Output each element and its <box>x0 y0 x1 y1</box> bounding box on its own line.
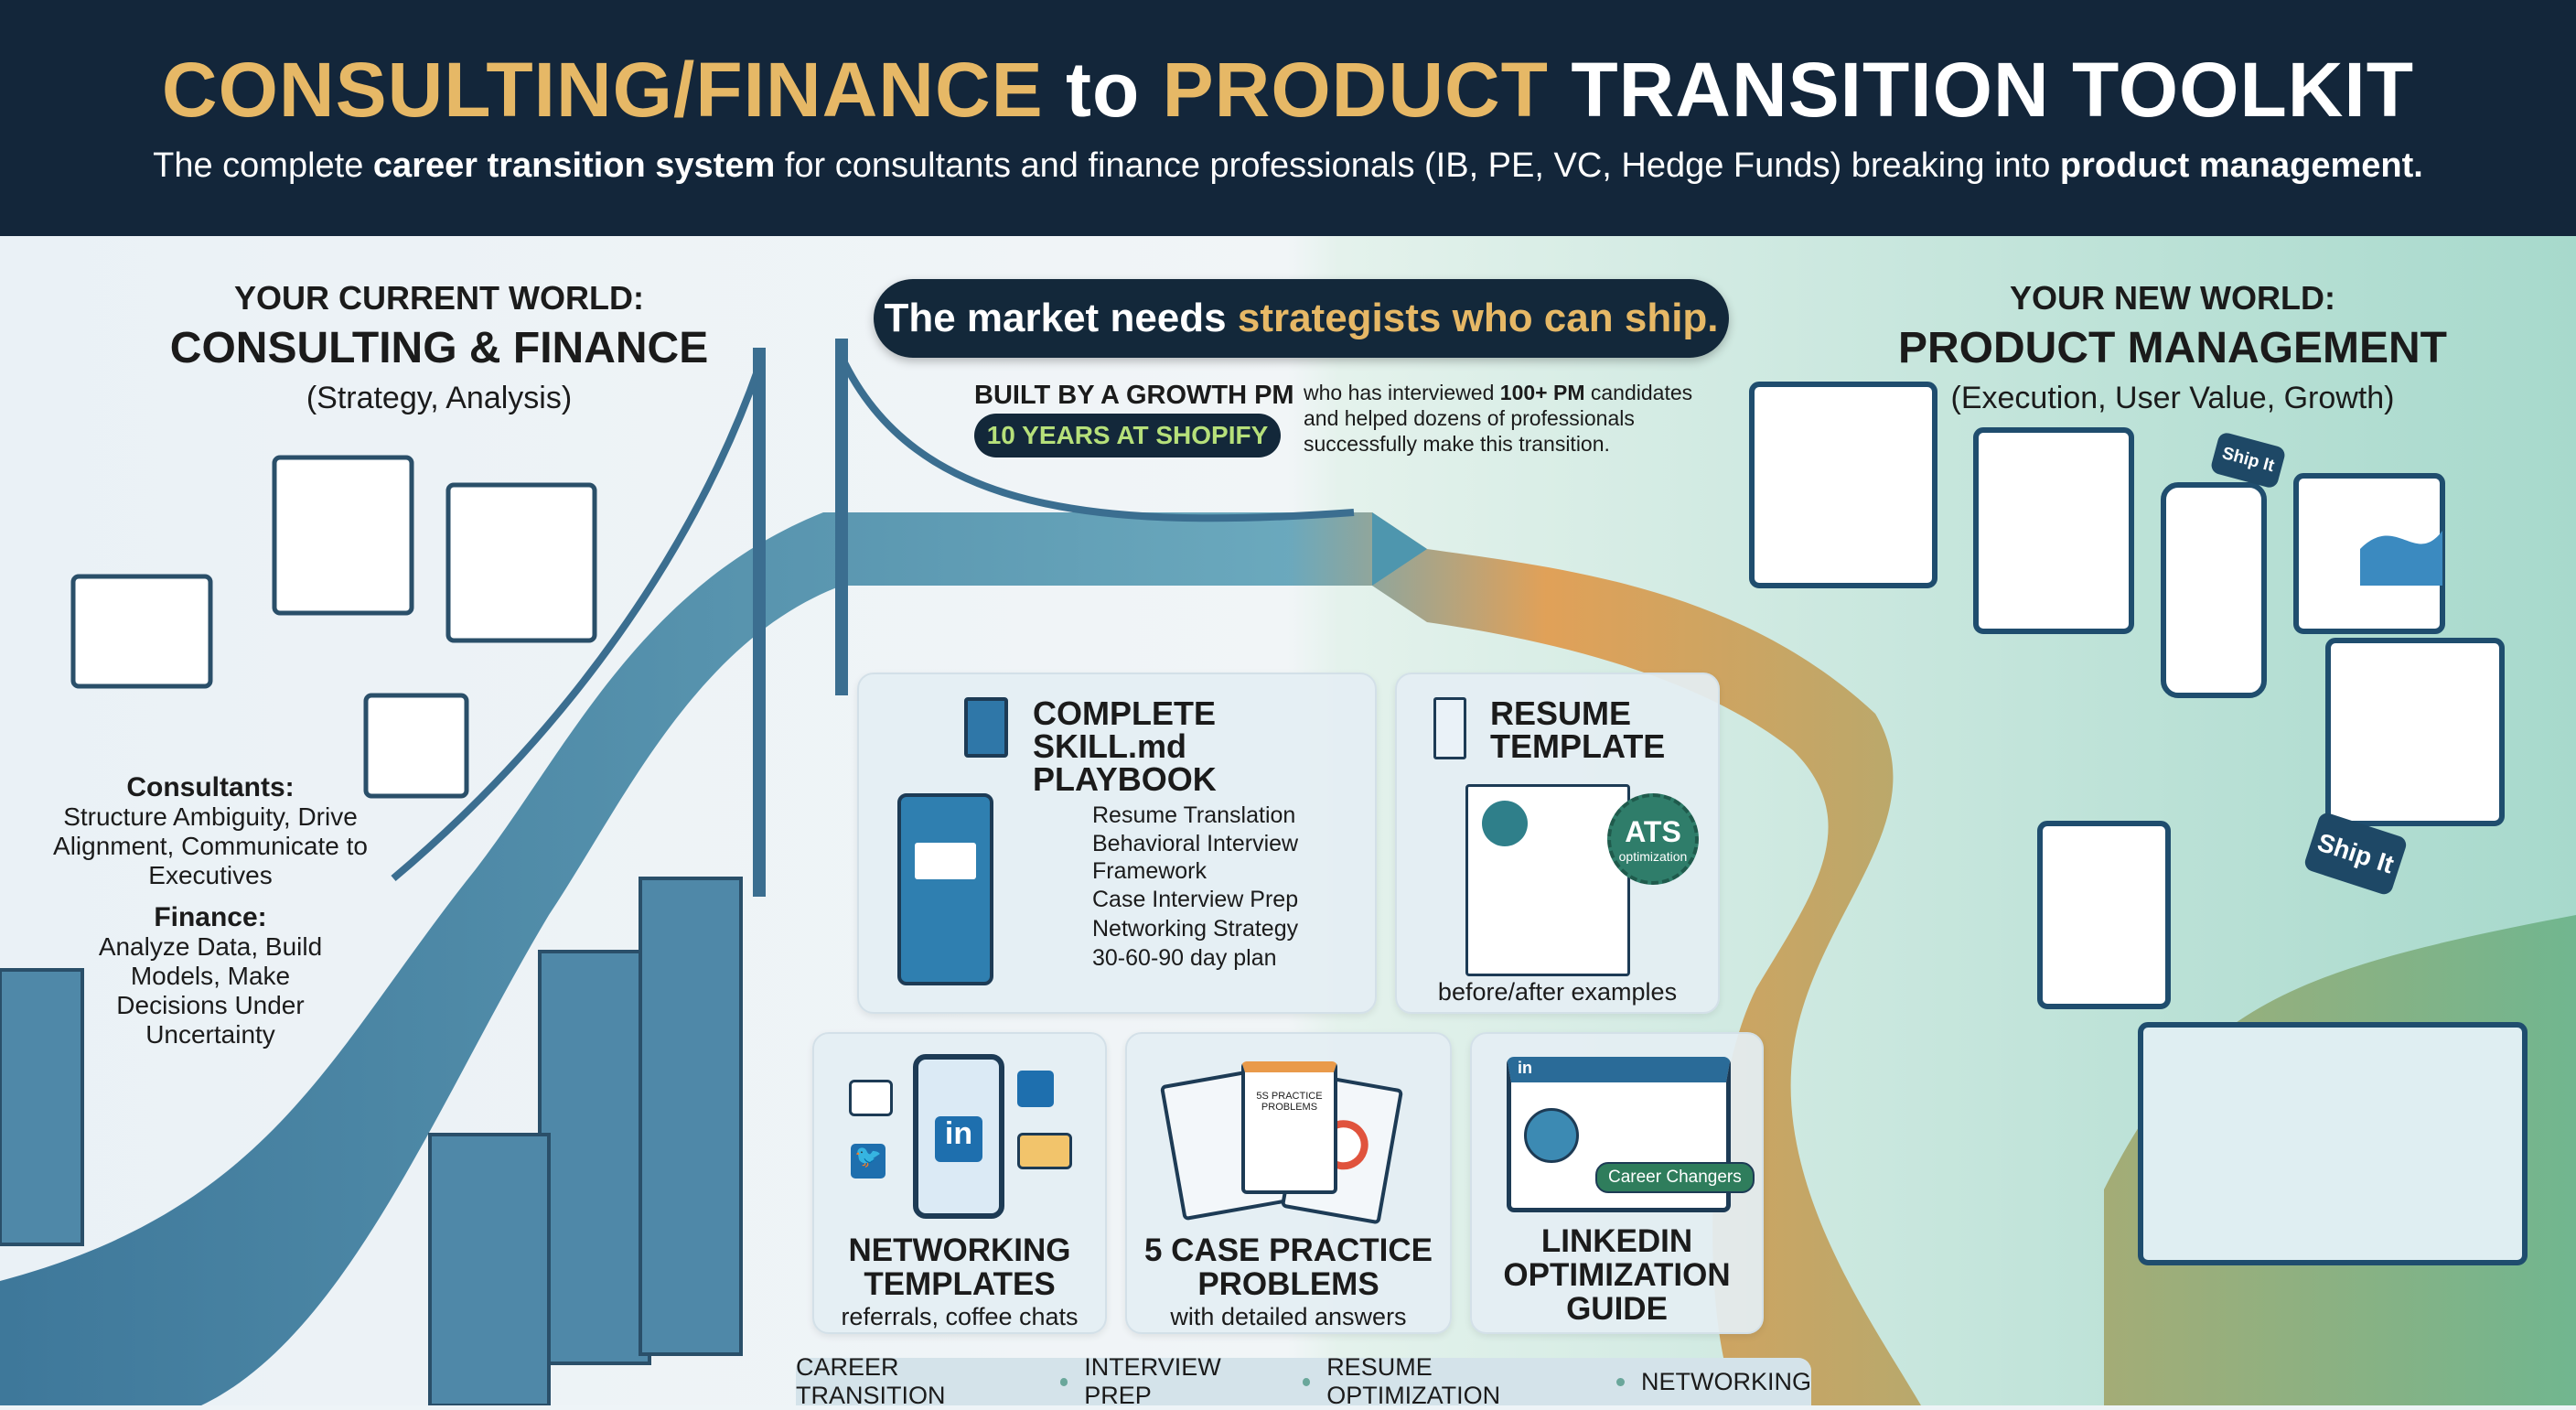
shopify-badge: 10 YEARS AT SHOPIFY <box>974 414 1281 457</box>
group-chat-icon <box>1017 1133 1072 1169</box>
playbook-item: Case Interview Prep <box>1092 887 1299 912</box>
seal-sub: optimization <box>1618 849 1688 864</box>
built-by-label: BUILT BY A GROWTH PM <box>974 381 1294 410</box>
new-world-sub: (Execution, User Value, Growth) <box>1950 381 2395 415</box>
subtitle-text: for consultants and finance professional… <box>784 146 2051 185</box>
title-part: CONSULTING/FINANCE <box>161 47 1044 133</box>
new-world-kicker: YOUR NEW WORLD: <box>2010 279 2335 317</box>
screens-left <box>70 455 597 799</box>
header: CONSULTING/FINANCE to PRODUCT TRANSITION… <box>0 0 2576 236</box>
binder-icon <box>897 793 993 985</box>
title-part: PRODUCT <box>1162 47 1549 133</box>
tagline-highlight: strategists who can ship. <box>1237 296 1719 340</box>
page-subtitle: The complete career transition system fo… <box>0 146 2576 186</box>
buildings <box>0 877 743 1405</box>
current-world-heading: YOUR CURRENT WORLD: CONSULTING & FINANCE… <box>119 279 759 416</box>
finance-skills: Analyze Data, Build Models, Make Decisio… <box>98 932 323 1049</box>
current-world-title: CONSULTING & FINANCE <box>169 324 709 372</box>
title-line: SKILL.md PLAYBOOK <box>1033 727 1217 798</box>
resume-caption: before/after examples <box>1437 978 1678 1006</box>
subtitle-bold: career transition system <box>372 146 776 185</box>
linkedin-icon: in <box>1518 1059 1532 1077</box>
title-line: TEMPLATE <box>1490 727 1666 765</box>
current-world-kicker: YOUR CURRENT WORLD: <box>234 279 644 317</box>
linkedin-bubble-icon <box>1017 1071 1054 1107</box>
cases-caption: with detailed answers <box>1170 1303 1407 1330</box>
tagline-pill: The market needs strategists who can shi… <box>874 279 1729 358</box>
page-title: CONSULTING/FINANCE to PRODUCT TRANSITION… <box>0 46 2576 135</box>
road-left <box>0 512 2576 1405</box>
title-line: LINKEDIN <box>1540 1223 1693 1259</box>
playbook-item: Behavioral Interview Framework <box>1092 831 1299 884</box>
separator-dot <box>1302 1377 1311 1386</box>
playbook-list: Resume Translation Behavioral Interview … <box>1092 801 1303 973</box>
linkedin-icon: in <box>935 1116 982 1162</box>
title-part: TRANSITION TOOLKIT <box>1571 47 2415 133</box>
footer-tags: CAREER TRANSITION INTERVIEW PREP RESUME … <box>796 1353 1812 1409</box>
separator-dot <box>1616 1377 1626 1386</box>
playbook-item: Resume Translation <box>1092 802 1296 828</box>
consultants-label: Consultants: <box>126 772 295 802</box>
title-line: RESUME <box>1490 694 1632 732</box>
new-world-heading: YOUR NEW WORLD: PRODUCT MANAGEMENT (Exec… <box>1852 279 2493 416</box>
footer-tag: CAREER TRANSITION <box>796 1353 946 1409</box>
playbook-item: 30-60-90 day plan <box>1092 945 1277 971</box>
book-icon <box>964 697 1008 758</box>
footer-tag: INTERVIEW PREP <box>1084 1353 1221 1409</box>
bio-text: who has interviewed <box>1304 381 1495 404</box>
bio-text: candidates and helped dozens of professi… <box>1304 381 1693 456</box>
title-line: PROBLEMS <box>1197 1266 1379 1302</box>
subtitle-text: The complete <box>153 146 364 185</box>
practice-doc: 5S PRACTICE PROBLEMS <box>1241 1061 1337 1194</box>
networking-caption: referrals, coffee chats <box>841 1303 1079 1330</box>
chat-bubble-icon <box>849 1080 893 1116</box>
separator-dot <box>1059 1377 1068 1386</box>
title-line: NETWORKING <box>848 1232 1071 1268</box>
document-icon <box>1433 697 1466 759</box>
phone-icon: in <box>913 1054 1004 1219</box>
title-line: 5 CASE PRACTICE <box>1143 1232 1433 1268</box>
title-line: OPTIMIZATION <box>1503 1257 1731 1293</box>
title-part: to <box>1066 47 1141 133</box>
title-line: GUIDE <box>1566 1291 1668 1327</box>
bio-bold: 100+ PM <box>1499 381 1585 404</box>
title-line: COMPLETE <box>1033 694 1217 732</box>
finance-label: Finance: <box>154 902 267 932</box>
twitter-icon: 🐦 <box>851 1144 886 1179</box>
avatar <box>1524 1108 1579 1163</box>
resume-preview <box>1465 784 1630 976</box>
career-changers-tag: Career Changers <box>1595 1162 1755 1193</box>
author-bio: who has interviewed 100+ PM candidates a… <box>1304 380 1724 457</box>
seal-main: ATS <box>1625 815 1681 848</box>
subtitle-bold: product management. <box>2059 146 2423 185</box>
footer-tag: NETWORKING <box>1641 1367 1812 1395</box>
screens-right <box>1749 382 2528 1265</box>
footer-tag: RESUME OPTIMIZATION <box>1326 1353 1501 1409</box>
current-world-sub: (Strategy, Analysis) <box>306 381 573 415</box>
consultants-skills: Structure Ambiguity, Drive Alignment, Co… <box>53 802 368 889</box>
bridge <box>391 339 1355 897</box>
playbook-item: Networking Strategy <box>1092 916 1299 942</box>
skills-summary: Consultants: Structure Ambiguity, Drive … <box>27 773 393 1049</box>
title-line: TEMPLATES <box>864 1266 1056 1302</box>
new-world-title: PRODUCT MANAGEMENT <box>1898 324 2447 372</box>
tagline-text: The market needs <box>884 296 1227 340</box>
